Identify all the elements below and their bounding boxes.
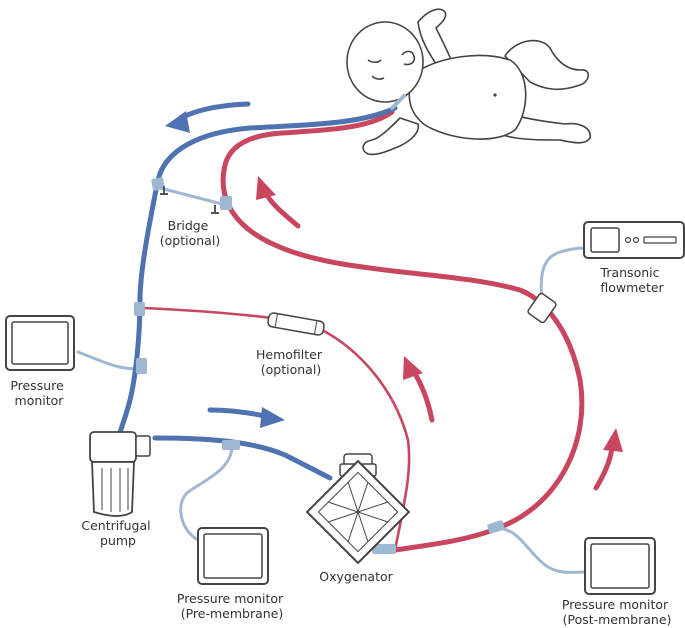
venous-pump-outlet-tube <box>152 435 333 481</box>
pressure-pre-label-line1: Pressure monitor <box>177 591 284 606</box>
connector-sleeve <box>134 302 145 316</box>
centrifugal-pump-label-line1: Centrifugal <box>81 518 150 533</box>
pressure-monitor-icon <box>197 527 269 585</box>
hemofilter-label-line1: Hemofilter <box>256 347 323 362</box>
flow-arrow-icon <box>207 407 285 428</box>
flowmeter-device-icon <box>583 221 685 259</box>
connector-sleeve <box>222 440 240 450</box>
connector-sleeve <box>372 544 396 554</box>
bridge-label: Bridge (optional) <box>160 218 220 248</box>
flow-arrow-icon <box>403 356 435 423</box>
flow-sensor-icon <box>527 292 557 324</box>
transonic-label: Transonic flowmeter <box>600 265 665 295</box>
transonic-label-line1: Transonic <box>600 265 660 280</box>
bridge-clamp <box>211 205 219 214</box>
infant-illustration <box>346 8 591 156</box>
pressure-monitor-label-line2: monitor <box>15 393 65 408</box>
pressure-post-label: Pressure monitor (Post-membrane) <box>562 597 672 627</box>
bridge-label-line2: (optional) <box>160 233 220 248</box>
oxygenator-icon <box>305 453 411 565</box>
hemofilter-label-line2: (optional) <box>261 362 321 377</box>
centrifugal-pump-label: Centrifugal pump <box>81 518 154 548</box>
connector-sleeve <box>220 196 232 210</box>
flow-arrow-icon <box>256 176 301 229</box>
bridge-line <box>158 186 228 207</box>
monitor-line-pre <box>179 446 234 542</box>
pressure-post-label-line2: (Post-membrane) <box>563 612 672 627</box>
hemofilter-icon <box>267 312 325 336</box>
bridge-label-line1: Bridge <box>168 218 209 233</box>
transonic-label-line2: flowmeter <box>600 280 664 295</box>
pressure-pre-label: Pressure monitor (Pre-membrane) <box>177 591 287 621</box>
monitor-line-post <box>496 526 587 574</box>
hemofilter-label: Hemofilter (optional) <box>256 347 326 377</box>
centrifugal-pump-icon <box>89 431 151 517</box>
venous-drainage-tube <box>115 105 398 443</box>
arterial-tube <box>220 109 585 553</box>
bridge-clamp <box>160 186 168 195</box>
pressure-monitor-icon <box>584 537 656 595</box>
pressure-post-label-line1: Pressure monitor <box>562 597 669 612</box>
cannula-tip <box>390 94 406 110</box>
flowmeter-line <box>539 246 587 304</box>
connector-sleeve <box>136 358 147 374</box>
hemofilter-inlet-line <box>140 306 274 320</box>
connector-sleeve <box>487 520 505 534</box>
pressure-monitor-label: Pressure monitor <box>10 378 67 408</box>
pressure-pre-label-line2: (Pre-membrane) <box>181 606 284 621</box>
flow-arrow-icon <box>593 428 623 491</box>
oxygenator-label: Oxygenator <box>319 569 393 584</box>
centrifugal-pump-label-line2: pump <box>100 533 136 548</box>
connector-sleeve <box>151 177 165 191</box>
pressure-monitor-icon <box>5 315 75 371</box>
pressure-monitor-label-line1: Pressure <box>10 378 64 393</box>
oxygenator-label-line1: Oxygenator <box>319 569 393 584</box>
flow-arrow-icon <box>165 101 251 133</box>
